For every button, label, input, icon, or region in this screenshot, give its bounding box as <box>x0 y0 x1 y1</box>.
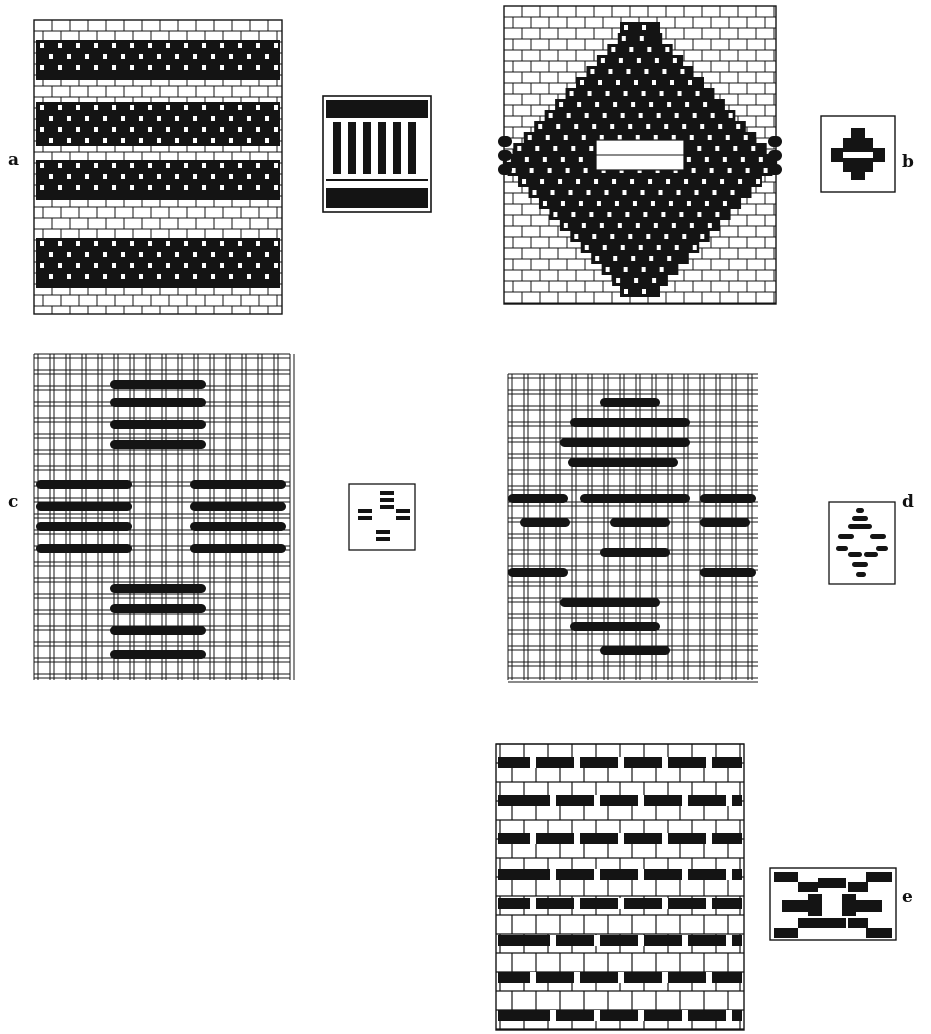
weave-a-band-3 <box>36 160 280 200</box>
weave-c <box>34 354 294 680</box>
panel-label-a: a <box>8 150 19 170</box>
panel-e <box>496 744 896 1030</box>
panel-label-c: c <box>8 492 18 512</box>
panel-d <box>508 374 895 682</box>
panel-label-b: b <box>902 152 914 172</box>
inset-d <box>829 502 895 584</box>
panel-b <box>498 6 895 304</box>
panel-c <box>34 354 415 680</box>
weave-a-band-4 <box>36 238 280 288</box>
weave-a-band-2 <box>36 102 280 146</box>
inset-a <box>323 96 431 212</box>
weave-a <box>34 20 282 314</box>
inset-b <box>821 116 895 192</box>
weave-d <box>508 374 758 682</box>
inset-c <box>349 484 415 550</box>
weave-b <box>498 6 782 304</box>
weave-a-band-1 <box>36 40 280 80</box>
inset-e <box>770 868 896 940</box>
weave-e <box>496 744 744 1030</box>
panel-a <box>34 20 431 314</box>
panel-label-d: d <box>902 492 914 512</box>
panel-label-e: e <box>902 887 913 907</box>
